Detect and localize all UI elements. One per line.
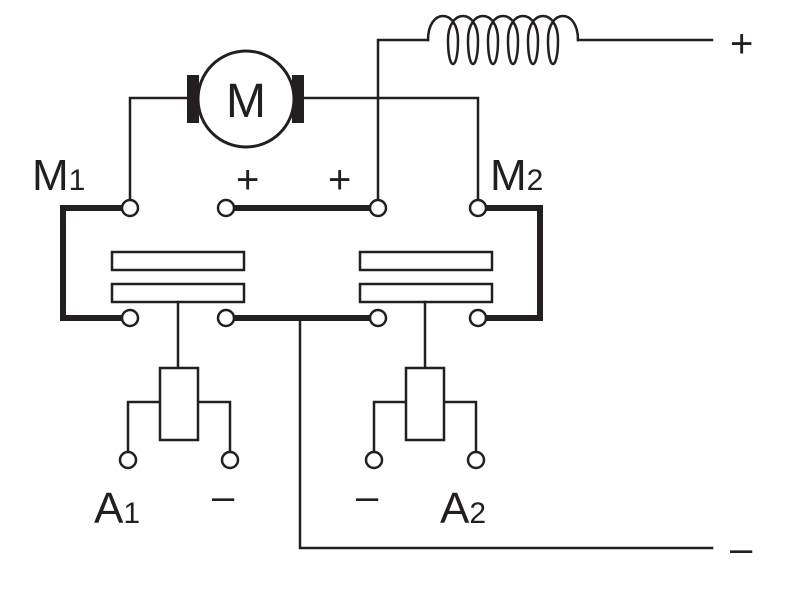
supply-negative-symbol: –: [730, 527, 753, 571]
left-bus: [60, 205, 127, 321]
terminal-left-negative: [216, 308, 236, 328]
motor-left-brush: [187, 75, 199, 123]
positive-supply-line: +: [376, 14, 753, 207]
coil-a1-left-lead: [126, 400, 162, 454]
label-coil-a2-negative: –: [356, 475, 379, 519]
motor-body: [196, 49, 296, 149]
relay-a2-lower-contact: [358, 282, 494, 304]
terminal-left-positive: [216, 198, 236, 218]
terminal-m2-top: [468, 198, 488, 218]
relay-coil-a2: [372, 300, 478, 454]
terminal-a1-negative: [220, 450, 240, 470]
terminal-m1-top: [120, 198, 140, 218]
label-m1: M1: [32, 151, 85, 200]
terminal-right-negative: [368, 308, 388, 328]
motor-left-lead: [128, 96, 192, 207]
coil-a2-left-lead: [372, 400, 408, 454]
terminal-a1: [118, 450, 138, 470]
terminal-m1-bottom: [120, 308, 140, 328]
bus-bars: [60, 205, 543, 321]
right-bus: [483, 205, 543, 321]
terminal-m2-bottom: [468, 308, 488, 328]
motor: M: [128, 49, 480, 207]
terminal-a2: [466, 450, 486, 470]
relay-a1-upper-contact: [110, 250, 246, 272]
inductor-coil: [426, 14, 580, 65]
positive-feed-wire: [376, 38, 430, 207]
terminals: [118, 198, 488, 470]
relay-contacts: [110, 250, 494, 304]
negative-supply-line: –: [298, 316, 753, 571]
labels: M1 M2 A1 A2 + + – –: [32, 151, 543, 533]
label-contact-right-positive: +: [328, 158, 351, 202]
relay-a2-upper-contact: [358, 250, 494, 272]
label-a1: A1: [94, 484, 140, 533]
label-a2: A2: [440, 484, 486, 533]
supply-positive-symbol: +: [730, 22, 753, 66]
motor-right-lead: [298, 96, 480, 207]
terminal-right-positive: [368, 198, 388, 218]
relay-a1-lower-contact: [110, 282, 246, 304]
coil-a1-right-lead: [196, 400, 232, 454]
label-contact-left-positive: +: [236, 158, 259, 202]
coil-a2-right-lead: [442, 400, 478, 454]
negative-wire: [298, 316, 714, 550]
coil-a2-body: [404, 366, 446, 442]
label-m2: M2: [490, 151, 543, 200]
relay-coil-a1: [126, 300, 232, 454]
coil-a1-body: [158, 366, 200, 442]
motor-right-brush: [292, 75, 304, 123]
motor-letter: M: [226, 75, 266, 128]
terminal-a2-negative: [364, 450, 384, 470]
label-coil-a1-negative: –: [212, 475, 235, 519]
